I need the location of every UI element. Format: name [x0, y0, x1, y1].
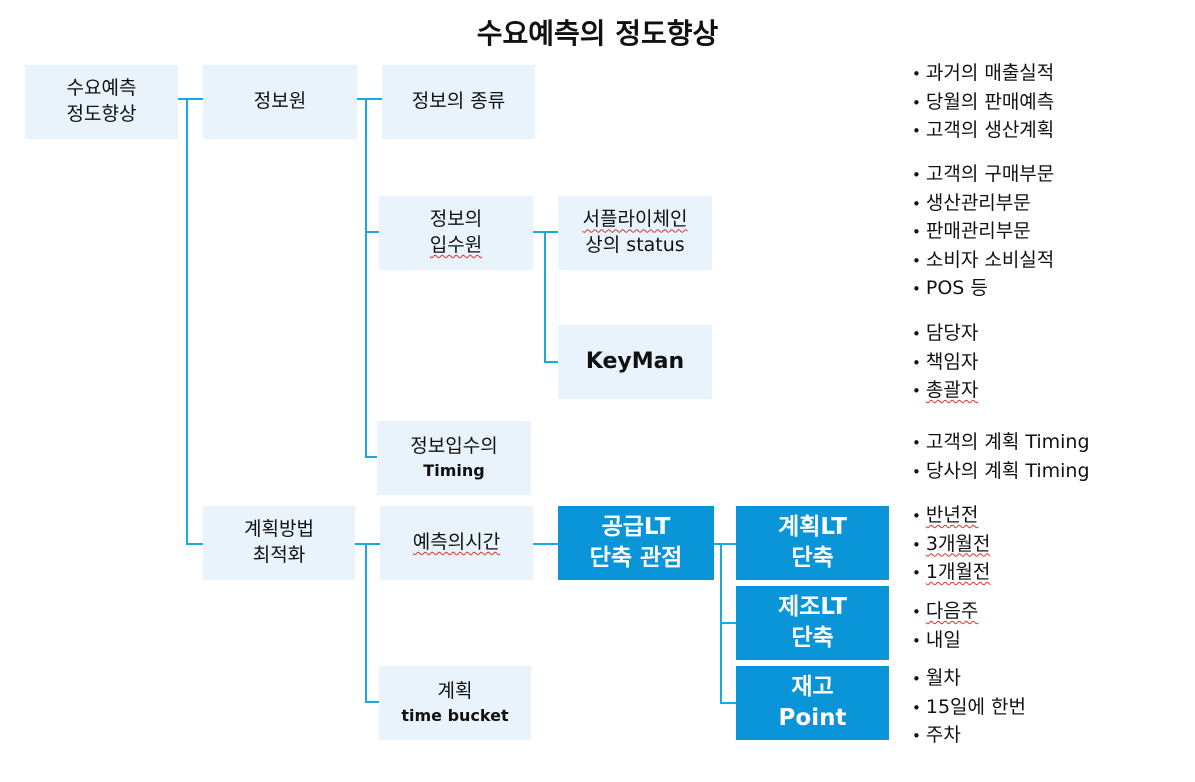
info-type-bullets: 과거의 매출실적 당월의 판매예측 고객의 생산계획	[912, 60, 1054, 146]
list-item: 3개월전	[912, 531, 991, 560]
list-item: 당사의 계획 Timing	[912, 458, 1090, 487]
list-item: 총괄자	[912, 377, 978, 406]
list-item: 당월의 판매예측	[912, 89, 1054, 118]
list-item: 판매관리부문	[912, 218, 1054, 247]
info-type-node: 정보의 종류	[382, 65, 535, 139]
list-item: 15일에 한번	[912, 694, 1026, 723]
list-item: 책임자	[912, 349, 978, 378]
list-item: 주차	[912, 722, 1026, 751]
info-source-node: 정보원	[203, 65, 357, 139]
diagram-title: 수요예측의 정도향상	[476, 17, 719, 50]
plan-lt-bullets: 반년전 3개월전 1개월전	[912, 502, 991, 588]
list-item: 생산관리부문	[912, 190, 1054, 219]
keyman-node: KeyMan	[558, 325, 712, 399]
list-item: 담당자	[912, 320, 978, 349]
list-item: 고객의 계획 Timing	[912, 429, 1090, 458]
list-item: 고객의 구매부문	[912, 161, 1054, 190]
list-item: 다음주	[912, 598, 978, 627]
keyman-bullets: 담당자 책임자 총괄자	[912, 320, 978, 406]
supply-chain-bullets: 고객의 구매부문 생산관리부문 판매관리부문 소비자 소비실적 POS 등	[912, 161, 1054, 304]
list-item: 1개월전	[912, 559, 991, 588]
list-item: 월차	[912, 665, 1026, 694]
timing-bullets: 고객의 계획 Timing 당사의 계획 Timing	[912, 429, 1090, 486]
list-item: POS 등	[912, 275, 1054, 304]
list-item: 소비자 소비실적	[912, 247, 1054, 276]
forecast-time-node: 예측의시간	[380, 506, 533, 580]
list-item: 반년전	[912, 502, 990, 531]
inventory-bullets: 월차 15일에 한번 주차	[912, 665, 1026, 751]
list-item: 고객의 생산계획	[912, 117, 1054, 146]
mfg-lt-bullets: 다음주 내일	[912, 598, 978, 655]
list-item: 과거의 매출실적	[912, 60, 1054, 89]
list-item: 내일	[912, 627, 978, 656]
